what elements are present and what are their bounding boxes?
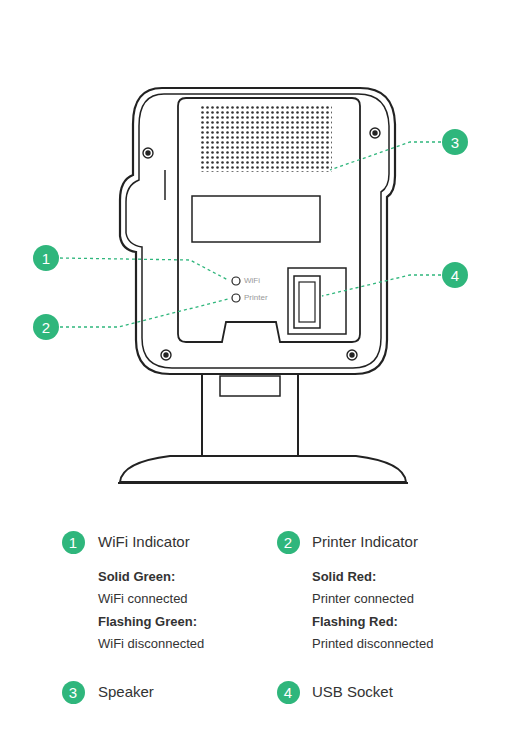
part-name: Printer Indicator — [312, 533, 418, 550]
speaker-grille — [200, 106, 332, 172]
callout-circle: 1 — [62, 531, 85, 554]
led-label: Printer — [244, 293, 268, 302]
state-text: Printer connected — [312, 592, 414, 607]
callout-number: 2 — [284, 535, 292, 550]
callout-circle: 1 — [33, 245, 59, 271]
callout-number: 3 — [69, 685, 77, 700]
screws — [143, 128, 380, 360]
label-window — [192, 196, 320, 242]
led-label: WiFi — [244, 276, 260, 285]
usb-socket — [294, 276, 320, 328]
state-heading: Flashing Red: — [312, 615, 398, 630]
state-text: Printed disconnected — [312, 637, 433, 652]
callout-number: 4 — [451, 268, 459, 283]
usb-recess — [288, 268, 346, 334]
state-text: WiFi disconnected — [98, 637, 204, 652]
leader-lines — [60, 142, 441, 327]
stand — [118, 370, 408, 483]
callout-number: 2 — [42, 320, 50, 335]
callout-number: 1 — [69, 535, 77, 550]
part-name: Speaker — [98, 683, 154, 700]
callout-number: 4 — [284, 685, 292, 700]
callout-number: 3 — [451, 135, 459, 150]
callout-circle: 3 — [442, 129, 468, 155]
wifi-led — [232, 277, 240, 285]
printer-led — [232, 294, 240, 302]
state-heading: Solid Red: — [312, 570, 376, 585]
callout-circle: 2 — [33, 314, 59, 340]
part-name: USB Socket — [312, 683, 393, 700]
part-name: WiFi Indicator — [98, 533, 190, 550]
callout-number: 1 — [42, 251, 50, 266]
back-panel — [178, 98, 360, 342]
callout-circle: 4 — [442, 262, 468, 288]
state-heading: Solid Green: — [98, 570, 175, 585]
state-heading: Flashing Green: — [98, 615, 197, 630]
callout-circle: 2 — [277, 531, 300, 554]
state-text: WiFi connected — [98, 592, 188, 607]
callout-circle: 4 — [277, 681, 300, 704]
callout-circle: 3 — [62, 681, 85, 704]
housing — [120, 88, 395, 374]
